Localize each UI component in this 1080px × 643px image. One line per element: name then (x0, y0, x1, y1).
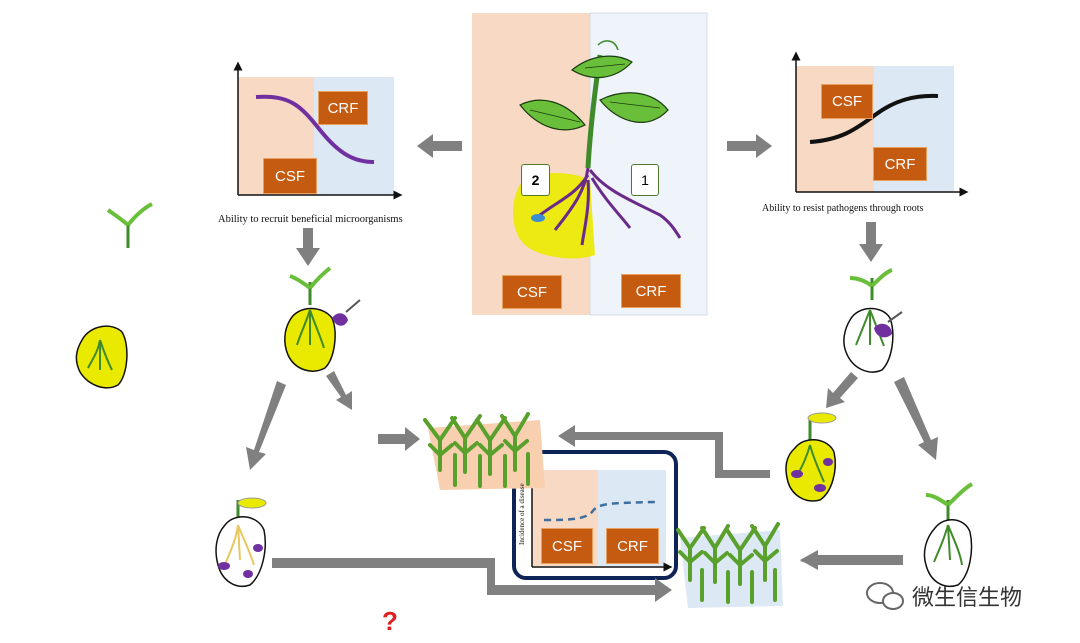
central-plant-panel (472, 12, 708, 316)
lone-seedling-icon (106, 202, 153, 248)
bottom-chart-ylabel: Incidence of a disease (518, 483, 526, 545)
left-chart-curve (255, 94, 375, 164)
arrow-left-diag-down (246, 381, 286, 470)
watermark-text: 微生信生物 (912, 586, 1023, 611)
arrow-right-down (859, 222, 883, 262)
bottom-chart-curve (543, 500, 656, 522)
left-chart-crf-box: CRF (318, 91, 368, 125)
arrow-right-diag-down (894, 377, 938, 460)
right-chart-caption: Ability to resist pathogens through root… (762, 203, 924, 214)
arrows (246, 134, 938, 602)
right-chart-curve (809, 93, 939, 144)
root-number-2: 2 (521, 164, 550, 196)
right-chart-csf-box: CSF (821, 84, 873, 119)
arrow-right-diag-left (826, 372, 858, 408)
left-field-icon (423, 412, 545, 490)
arrow-to-left-chart (417, 134, 462, 158)
arrow-to-left-field (378, 427, 420, 451)
arrow-left-down (296, 228, 320, 266)
arrow-to-right-chart (727, 134, 772, 158)
seedling-white-soil-pathogen-icon (843, 268, 903, 373)
question-mark: ? (382, 606, 398, 636)
right-field-icon (676, 522, 783, 608)
bottom-chart-crf-box: CRF (606, 528, 659, 564)
right-chart-crf-box: CRF (873, 147, 927, 181)
wilted-seedling-yellow-soil-icon (785, 412, 837, 502)
left-chart-caption: Ability to recruit beneficial microorgan… (218, 214, 403, 225)
wilted-seedling-purple-roots-icon (215, 497, 267, 587)
bottom-chart-csf-box: CSF (541, 528, 593, 564)
seedling-yellow-soil-purple-pathogen-icon (284, 266, 361, 372)
arrow-right-to-field (558, 425, 770, 478)
left-chart (233, 61, 403, 200)
panel-csf-box: CSF (502, 275, 562, 309)
left-chart-csf-box: CSF (263, 158, 317, 194)
arrow-bottom-elbow (272, 558, 672, 602)
panel-crf-box: CRF (621, 274, 681, 308)
arrow-left-diag-field (326, 371, 352, 410)
root-number-1: 1 (631, 164, 659, 196)
wechat-icon (866, 582, 904, 610)
healthy-seedling-white-soil-icon (923, 482, 974, 587)
yellow-soil-plant-icon (75, 325, 128, 389)
